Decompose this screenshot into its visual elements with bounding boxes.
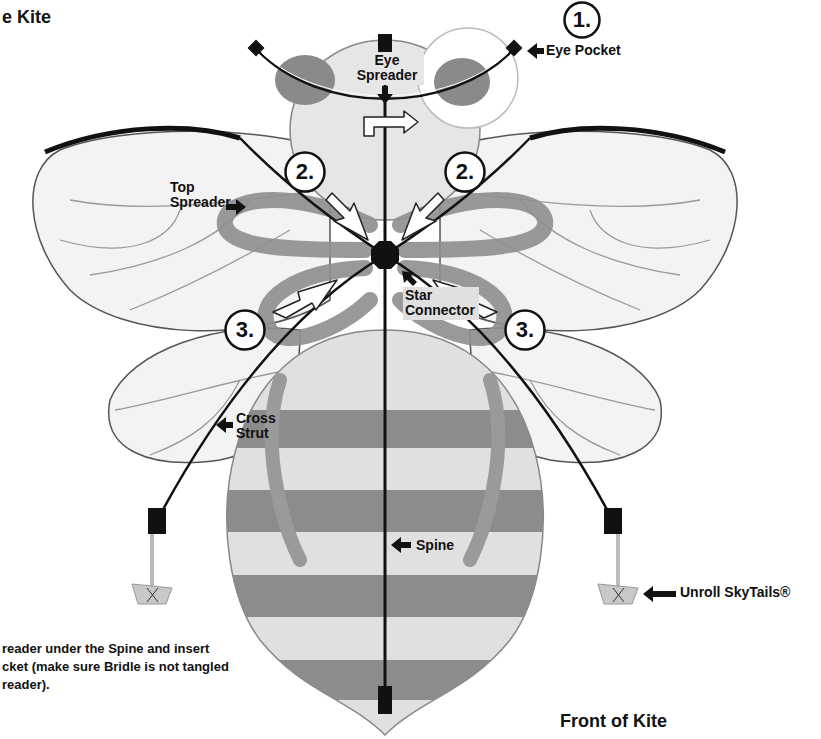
callout-circle: 2. bbox=[444, 151, 486, 193]
eye-pocket bbox=[418, 28, 518, 128]
part-label: Star Connector bbox=[403, 287, 479, 320]
part-label: Cross Strut bbox=[236, 411, 286, 442]
callout-number: 3. bbox=[516, 317, 534, 343]
end-cap bbox=[148, 508, 166, 534]
callout-number: 1. bbox=[573, 7, 591, 33]
end-cap bbox=[604, 508, 622, 534]
callout-circle-shape bbox=[226, 311, 265, 350]
spine-rod bbox=[384, 40, 387, 710]
view-caption: Front of Kite bbox=[560, 712, 667, 732]
callout-circle-shape bbox=[286, 153, 325, 192]
callout-number: 2. bbox=[296, 159, 314, 185]
title-fragment: e Kite bbox=[2, 8, 51, 28]
callout-circle: 1. bbox=[563, 1, 601, 39]
callout-circle: 2. bbox=[284, 151, 326, 193]
instruction-text: reader). bbox=[2, 678, 50, 692]
part-label: Eye Pocket bbox=[546, 43, 621, 58]
end-cap bbox=[248, 40, 265, 57]
callout-circle-shape bbox=[565, 3, 600, 38]
callout-circle-shape bbox=[446, 153, 485, 192]
callout-circle: 3. bbox=[504, 309, 546, 351]
star-connector bbox=[371, 241, 399, 269]
pointer-arrow bbox=[216, 43, 676, 602]
end-cap bbox=[506, 40, 523, 57]
top-spreader-rod bbox=[240, 138, 530, 255]
end-cap bbox=[378, 686, 392, 714]
callout-number: 3. bbox=[236, 317, 254, 343]
part-label: Top Spreader bbox=[170, 180, 232, 211]
sky-tail bbox=[132, 534, 638, 604]
callout-circle-shape bbox=[506, 311, 545, 350]
part-label: Unroll SkyTails® bbox=[680, 585, 790, 600]
callout-circle: 3. bbox=[224, 309, 266, 351]
instruction-text: cket (make sure Bridle is not tangled bbox=[2, 660, 229, 674]
instruction-text: reader under the Spine and insert bbox=[2, 642, 209, 656]
cross-strut-rod bbox=[160, 255, 610, 515]
part-label: Eye Spreader bbox=[350, 52, 424, 85]
callout-number: 2. bbox=[456, 159, 474, 185]
body-stripe bbox=[200, 410, 580, 700]
part-label: Spine bbox=[414, 537, 456, 554]
